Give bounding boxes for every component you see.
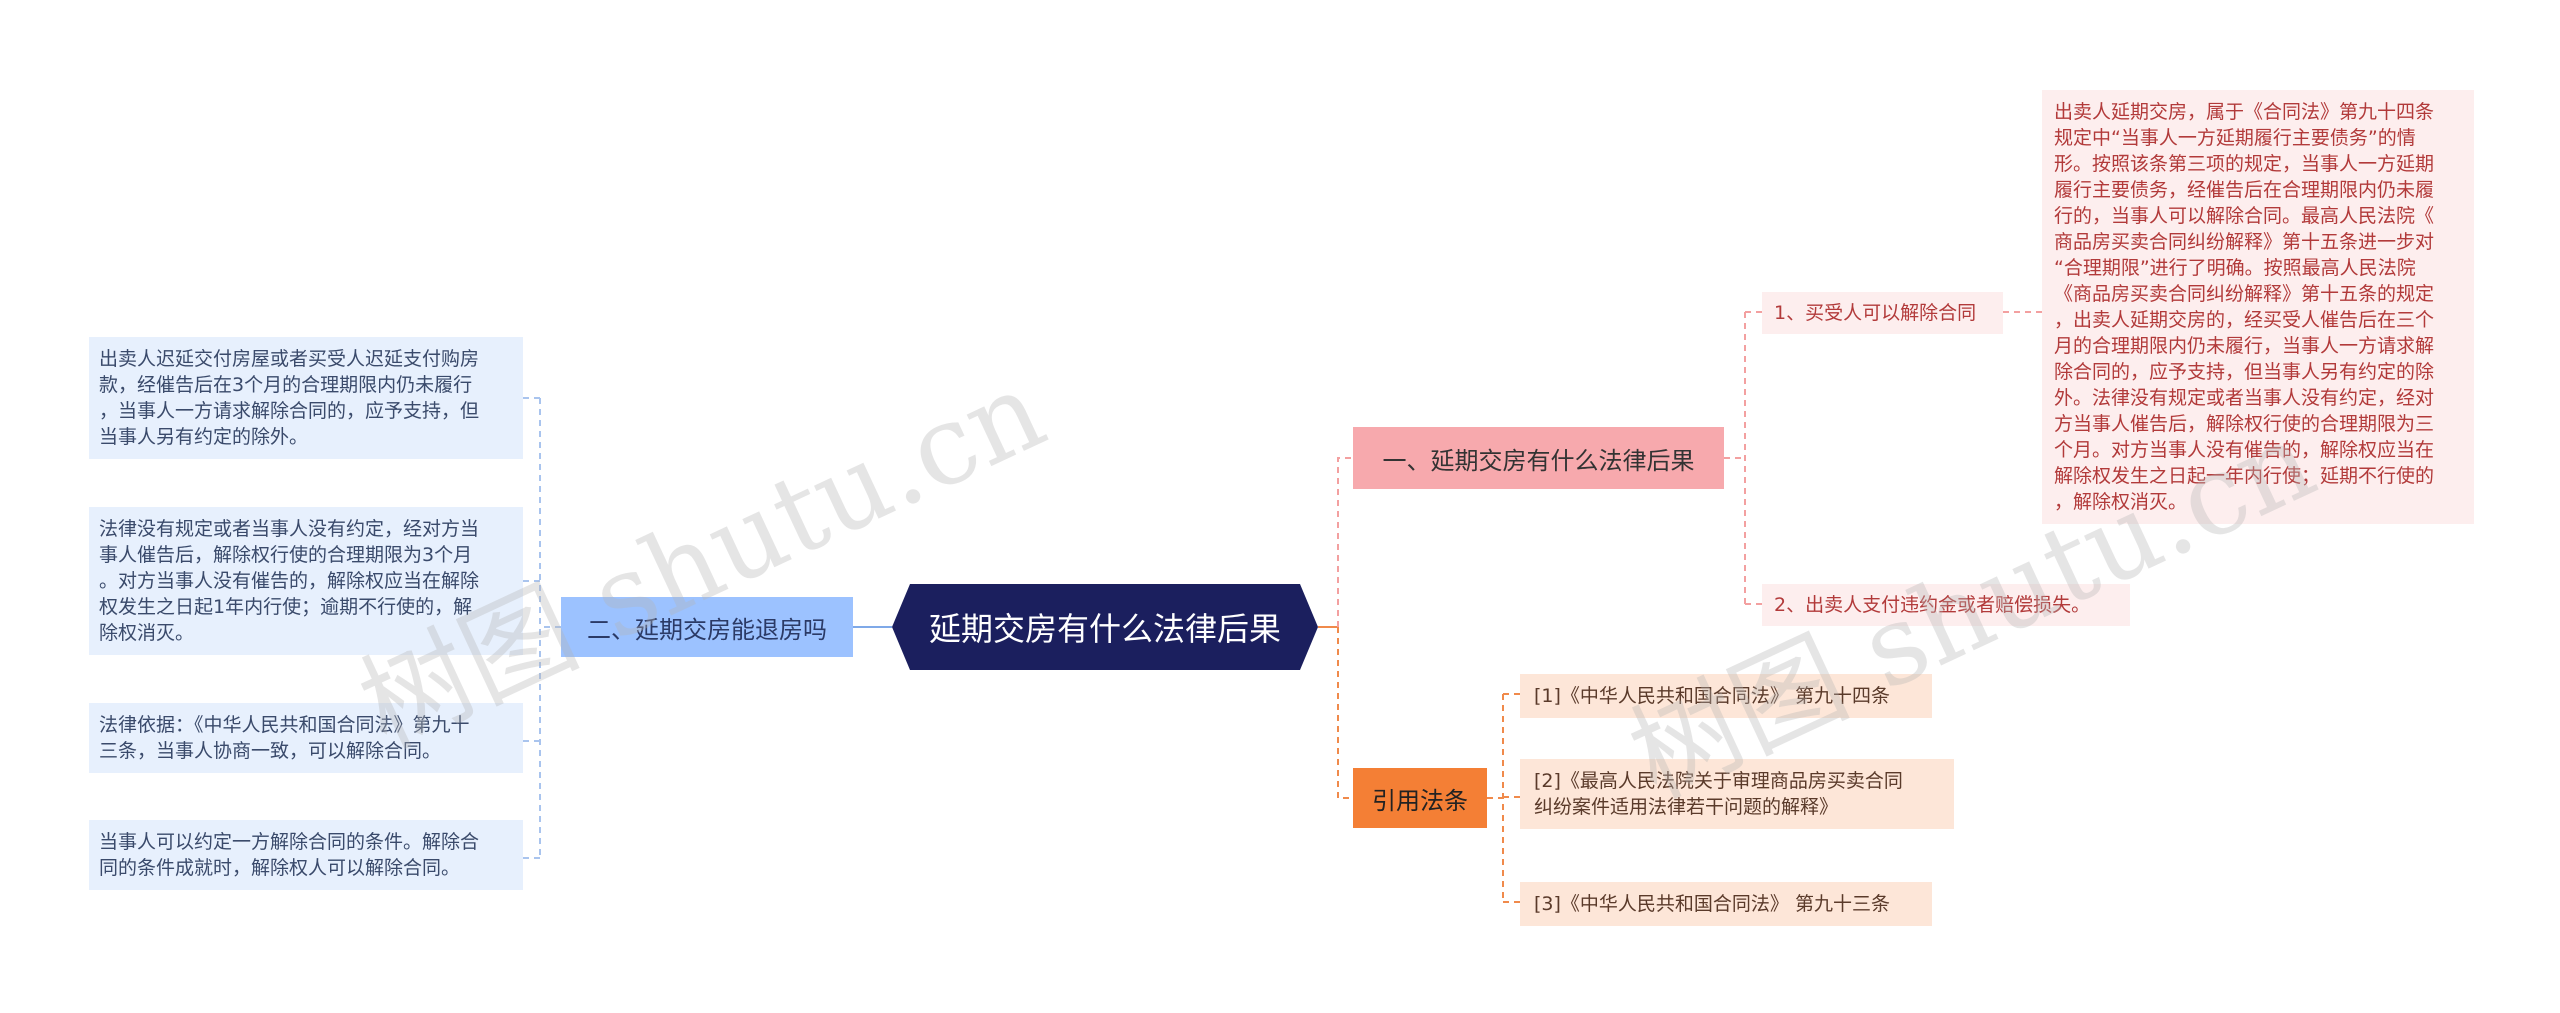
r2-leaf-1[interactable]: [1]《中华人民共和国合同法》 第九十四条	[1520, 674, 1932, 718]
r2-leaf-2[interactable]: [2]《最高人民法院关于审理商品房买卖合同 纠纷案件适用法律若干问题的解释》	[1520, 759, 1954, 829]
branch-can-return-house[interactable]: 二、延期交房能退房吗	[561, 597, 853, 657]
branch-cited-laws[interactable]: 引用法条	[1353, 768, 1487, 828]
r2-leaf-1-text: [1]《中华人民共和国合同法》 第九十四条	[1534, 685, 1890, 707]
root-topic-label: 延期交房有什么法律后果	[928, 610, 1281, 648]
left-leaf-2-text: 法律没有规定或者当事人没有约定，经对方当 事人催告后，解除权行使的合理期限为3个…	[99, 518, 480, 644]
connector-right-trunk-2	[1337, 627, 1353, 799]
left-leaf-1[interactable]: 出卖人迟延交付房屋或者买受人迟延支付购房 款，经催告后在3个月的合理期限内仍未履…	[89, 337, 523, 459]
r2-leaf-3-text: [3]《中华人民共和国合同法》 第九十三条	[1534, 893, 1890, 915]
branch-legal-consequences[interactable]: 一、延期交房有什么法律后果	[1353, 427, 1724, 489]
r1-detail-note[interactable]: 出卖人延期交房，属于《合同法》第九十四条 规定中“当事人一方延期履行主要债务”的…	[2042, 90, 2474, 524]
r1-leaf-seller-pays-damages[interactable]: 2、出卖人支付违约金或者赔偿损失。	[1762, 584, 2130, 626]
left-leaf-4-text: 当事人可以约定一方解除合同的条件。解除合 同的条件成就时，解除权人可以解除合同。	[99, 831, 480, 879]
left-leaf-1-text: 出卖人迟延交付房屋或者买受人迟延支付购房 款，经催告后在3个月的合理期限内仍未履…	[99, 348, 480, 448]
branch-cited-laws-label: 引用法条	[1372, 786, 1468, 815]
left-leaf-2[interactable]: 法律没有规定或者当事人没有约定，经对方当 事人催告后，解除权行使的合理期限为3个…	[89, 507, 523, 655]
connector-right-trunk-1	[1337, 457, 1353, 627]
left-leaf-4[interactable]: 当事人可以约定一方解除合同的条件。解除合 同的条件成就时，解除权人可以解除合同。	[89, 820, 523, 890]
left-leaf-3-text: 法律依据：《中华人民共和国合同法》第九十 三条，当事人协商一致，可以解除合同。	[99, 714, 470, 762]
r1-leaf-buyer-may-terminate[interactable]: 1、买受人可以解除合同	[1762, 292, 2003, 334]
r1-detail-text: 出卖人延期交房，属于《合同法》第九十四条 规定中“当事人一方延期履行主要债务”的…	[2054, 101, 2435, 513]
r1-leaf-2-text: 2、出卖人支付违约金或者赔偿损失。	[1774, 594, 2091, 616]
branch-legal-consequences-label: 一、延期交房有什么法律后果	[1382, 446, 1695, 475]
branch-can-return-house-label: 二、延期交房能退房吗	[587, 615, 827, 644]
r2-leaf-2-text: [2]《最高人民法院关于审理商品房买卖合同 纠纷案件适用法律若干问题的解释》	[1534, 770, 1903, 818]
r2-leaf-3[interactable]: [3]《中华人民共和国合同法》 第九十三条	[1520, 882, 1932, 926]
root-topic[interactable]: 延期交房有什么法律后果	[892, 584, 1318, 670]
r1-leaf-1-text: 1、买受人可以解除合同	[1774, 302, 1977, 324]
left-leaf-3[interactable]: 法律依据：《中华人民共和国合同法》第九十 三条，当事人协商一致，可以解除合同。	[89, 703, 523, 773]
